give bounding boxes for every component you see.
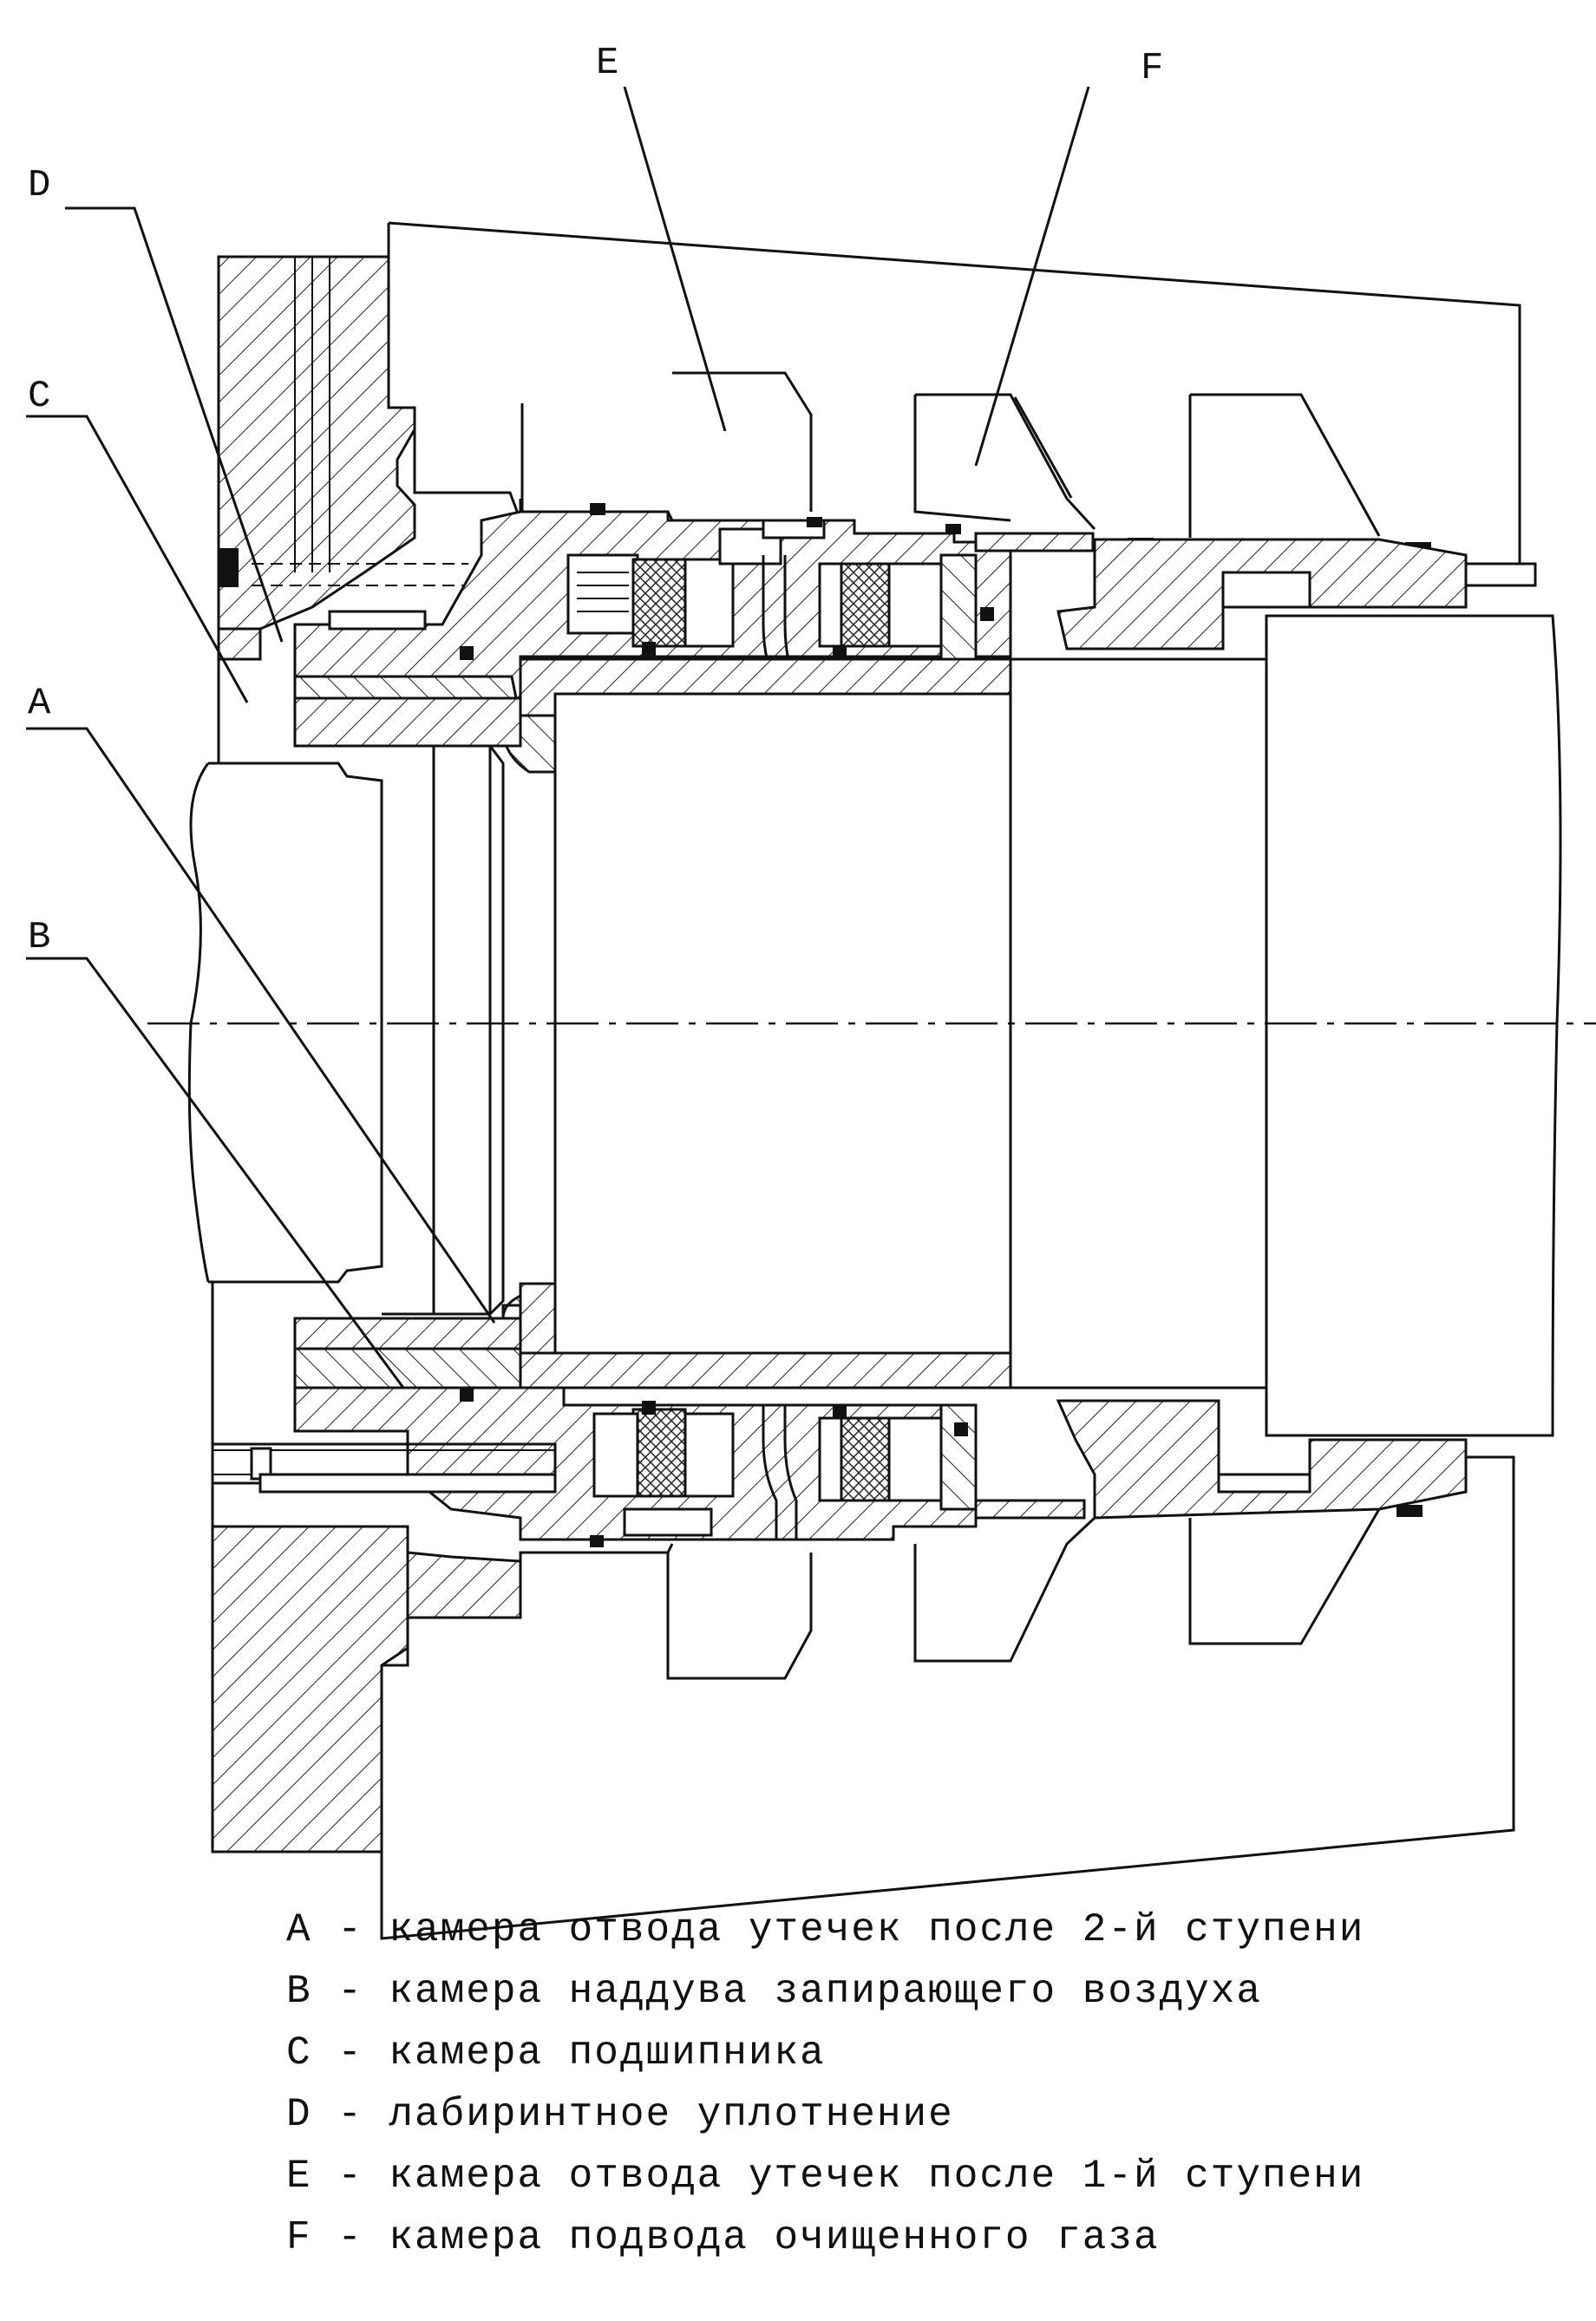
right-shaft-end [1011, 614, 1562, 1437]
bolts [258, 562, 1537, 1494]
right-ring-upper [974, 532, 1537, 651]
callout-c: C [28, 375, 50, 418]
legend-item-d: D - лабиринтное уплотнение [286, 2092, 954, 2137]
legend-item-f: F - камера подвода очищенного газа [286, 2215, 1160, 2260]
left-housing-lower [211, 1282, 557, 1854]
legend: A - камера отвода утечек после 2-й ступе… [286, 1899, 1518, 2269]
left-housing-upper [213, 255, 468, 765]
lower-casing [380, 1455, 1515, 1940]
right-ring-lower [974, 1399, 1468, 1520]
legend-item-b: B - камера наддува запирающего воздуха [286, 1969, 1262, 2014]
callout-a: A [28, 682, 51, 725]
callout-e: E [596, 42, 618, 85]
legend-item-c: C - камера подшипника [286, 2030, 826, 2076]
callout-d: D [28, 164, 50, 207]
left-shaft-end [187, 696, 522, 1316]
legend-item-e: E - камера отвода утечек после 1-й ступе… [286, 2154, 1365, 2199]
leader-lines [26, 86, 1090, 1389]
callout-f: F [1141, 47, 1163, 90]
legend-item-a: A - камера отвода утечек после 2-й ступе… [286, 1907, 1365, 1952]
callout-b: B [28, 916, 50, 959]
